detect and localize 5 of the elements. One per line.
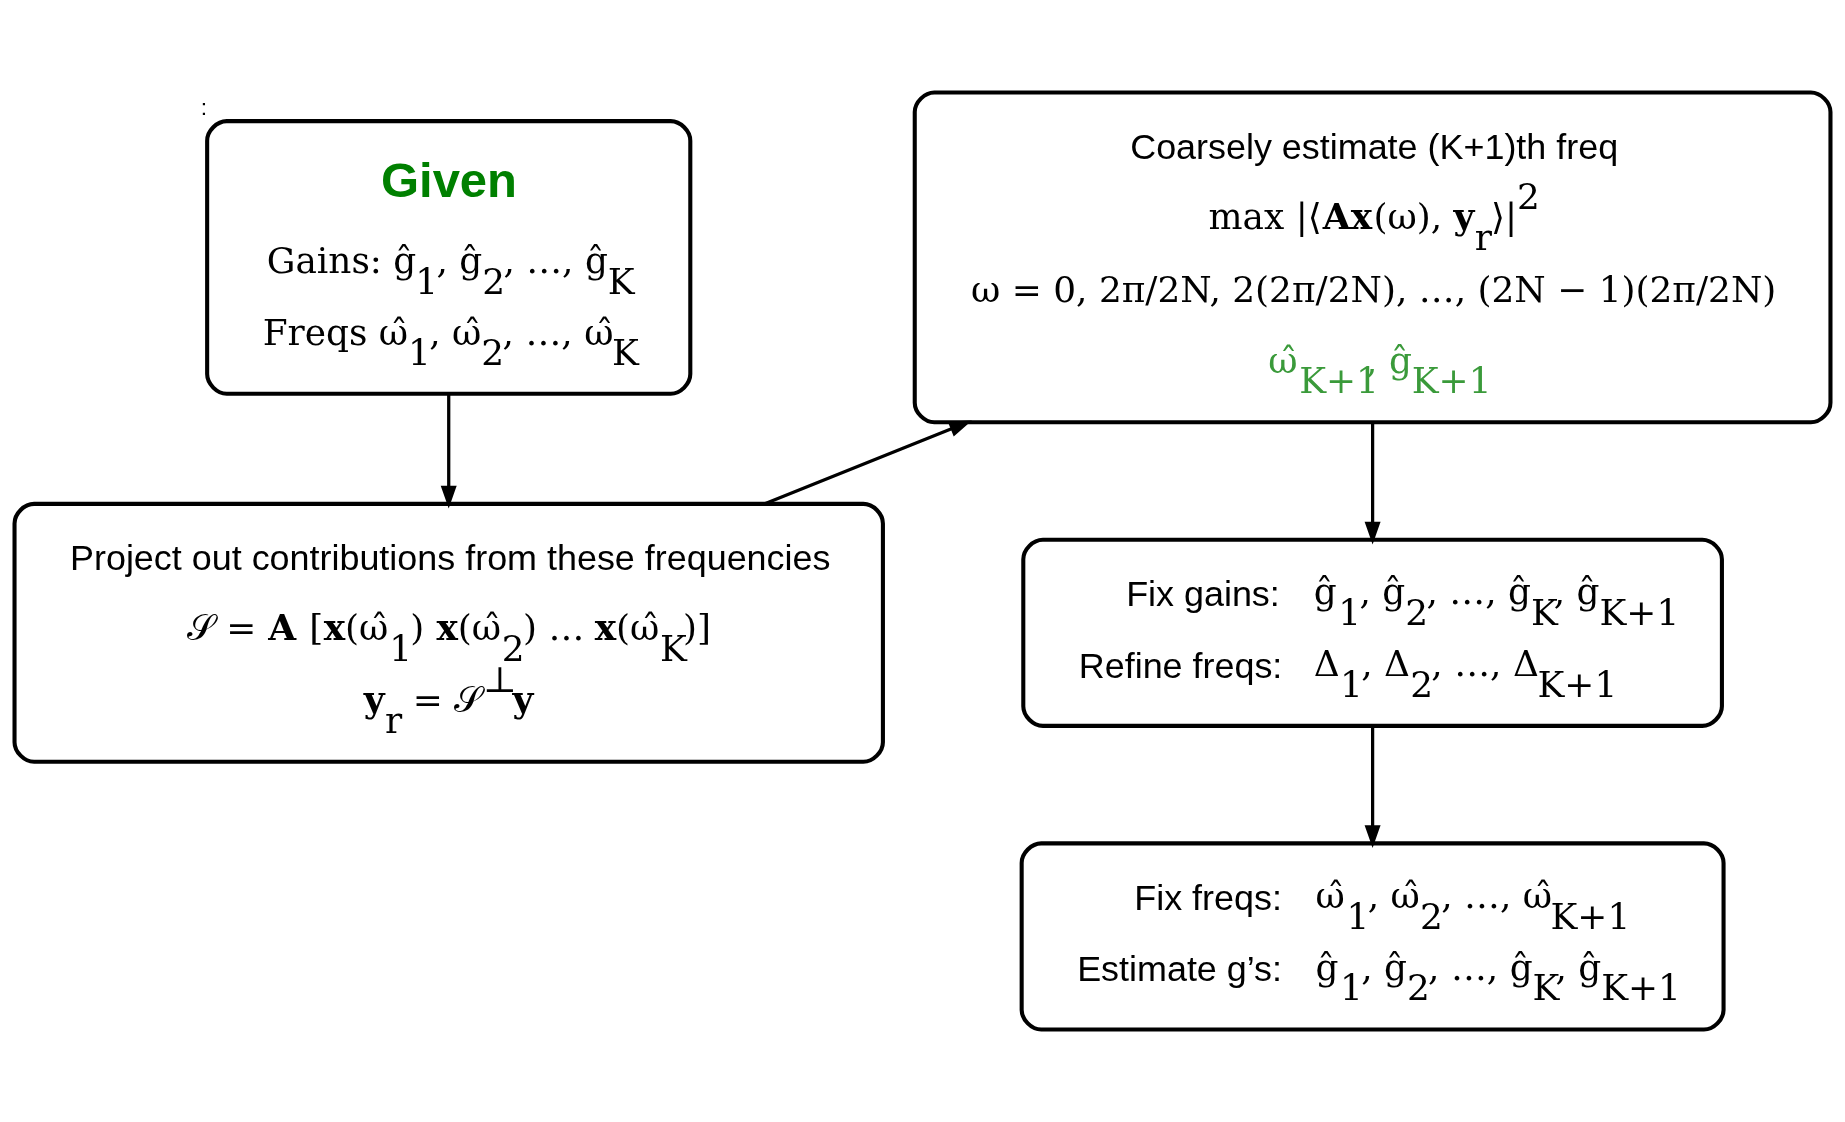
arrow (1364, 726, 1381, 849)
arrow (764, 420, 972, 506)
arrow (440, 393, 457, 509)
arrow (1364, 422, 1381, 545)
node-label: : (200, 93, 208, 120)
